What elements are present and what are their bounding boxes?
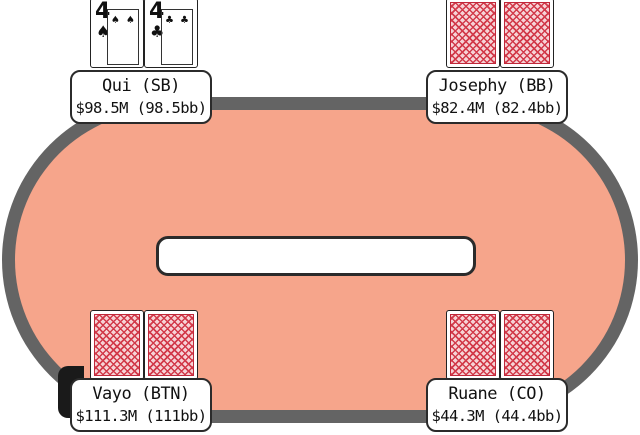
- spade-icon: ♠: [111, 15, 120, 26]
- pot-display: [156, 236, 476, 276]
- player-name: Vayo (BTN): [92, 384, 190, 404]
- player-stack: $98.5M (98.5bb): [75, 99, 208, 117]
- hole-card-2: 4 ♣ ♣ ♣: [144, 0, 198, 68]
- player-name: Josephy (BB): [438, 76, 556, 96]
- card-pip-frame: ♠ ♠: [107, 9, 139, 65]
- seat-co[interactable]: Ruane (CO) $44.3M (44.4bb): [426, 378, 568, 432]
- card-rank: 4: [149, 0, 165, 24]
- seat-sb[interactable]: Qui (SB) $98.5M (98.5bb): [70, 70, 212, 124]
- card-back: [500, 310, 554, 380]
- seat-btn[interactable]: Vayo (BTN) $111.3M (111bb): [70, 378, 212, 432]
- card-back: [144, 310, 198, 380]
- card-rank: 4: [95, 0, 111, 24]
- card-back: [446, 0, 500, 68]
- player-name: Qui (SB): [102, 76, 180, 96]
- player-stack: $82.4M (82.4bb): [431, 99, 564, 117]
- card-back: [500, 0, 554, 68]
- player-stack: $111.3M (111bb): [75, 407, 208, 425]
- seat-bb[interactable]: Josephy (BB) $82.4M (82.4bb): [426, 70, 568, 124]
- spade-icon: ♠: [96, 22, 111, 41]
- card-back: [90, 310, 144, 380]
- club-icon: ♣: [165, 15, 174, 26]
- club-icon: ♣: [180, 15, 189, 26]
- spade-icon: ♠: [126, 15, 135, 26]
- player-stack: $44.3M (44.4bb): [431, 407, 564, 425]
- hole-card-1: 4 ♠ ♠ ♠: [90, 0, 144, 68]
- card-back: [446, 310, 500, 380]
- card-pip-frame: ♣ ♣: [161, 9, 193, 65]
- player-name: Ruane (CO): [448, 384, 546, 404]
- club-icon: ♣: [150, 22, 165, 41]
